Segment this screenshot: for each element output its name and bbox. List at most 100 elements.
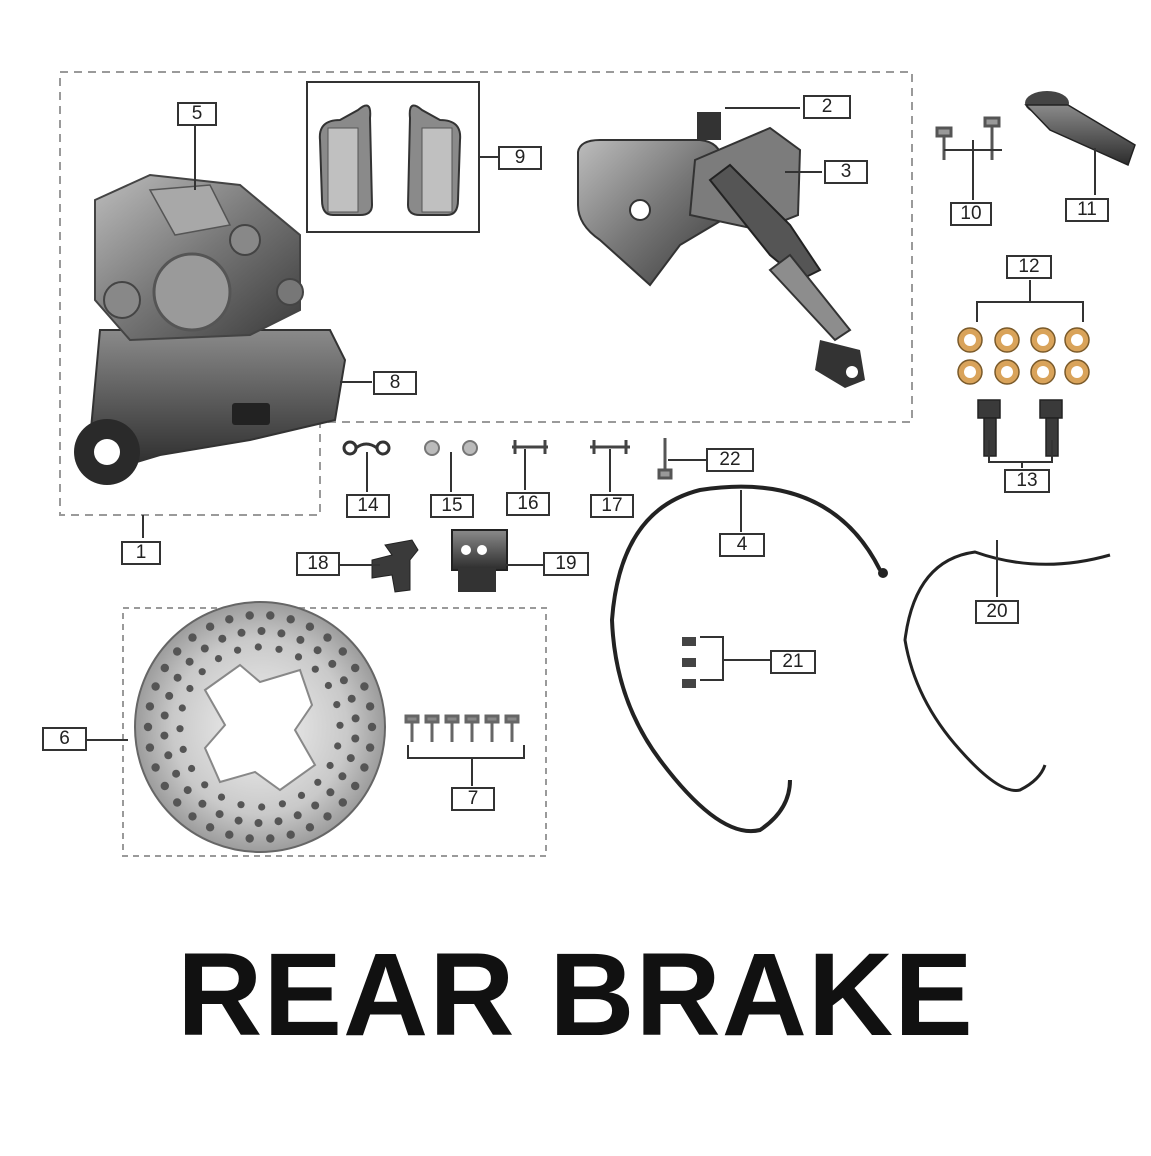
disc-hole (188, 764, 196, 773)
disc-hole (339, 676, 348, 685)
disc-hole (275, 645, 283, 653)
disc-hole (205, 622, 215, 631)
disc-hole (151, 763, 160, 772)
callout-17: 17 (590, 494, 634, 518)
disc-hole (323, 812, 332, 821)
disc-hole (326, 788, 335, 797)
disc-hole (176, 725, 184, 733)
disc-hole (237, 801, 245, 809)
callout-18: 18 (296, 552, 340, 576)
disc-hole (234, 816, 243, 825)
callout-20: 20 (975, 600, 1019, 624)
callout-4: 4 (719, 533, 765, 557)
callout-12: 12 (1006, 255, 1052, 279)
disc-hole (160, 781, 169, 791)
disc-hole (258, 803, 266, 811)
disc-hole (294, 653, 303, 661)
disc-hole (314, 778, 322, 786)
disc-hole (173, 673, 182, 682)
hardware-14 (342, 440, 391, 456)
disc-hole (185, 657, 194, 666)
brake-hose (609, 484, 882, 834)
disc-hole (198, 799, 207, 808)
disc-hole (151, 682, 160, 691)
brake-caliper (74, 173, 347, 485)
copper-washers (957, 327, 1090, 385)
callout-9: 9 (498, 146, 542, 170)
disc-hole (351, 734, 360, 743)
screws (404, 714, 520, 742)
disc-hole (365, 702, 375, 711)
callout-19: 19 (543, 552, 589, 576)
disc-hole (305, 823, 315, 832)
disc-hole (218, 634, 227, 643)
disc-hole (351, 663, 360, 673)
bolts (935, 116, 1001, 160)
hardware-16 (512, 440, 548, 454)
hardware-15 (424, 440, 478, 456)
disc-hole (351, 781, 360, 791)
disc-hole (237, 628, 246, 637)
disc-hole (245, 834, 254, 843)
disc-hole (277, 629, 286, 638)
disc-hole (365, 743, 375, 752)
disc-hole (326, 761, 334, 770)
callout-15: 15 (430, 494, 474, 518)
disc-hole (160, 711, 169, 720)
disc-hole (336, 721, 344, 729)
disc-hole (245, 611, 254, 620)
clips (682, 637, 696, 688)
disc-hole (160, 731, 169, 740)
callout-6: 6 (42, 727, 87, 751)
callout-1: 1 (121, 541, 161, 565)
callout-16: 16 (506, 492, 550, 516)
disc-hole (205, 823, 215, 832)
disc-hole (346, 754, 355, 763)
disc-hole (145, 743, 155, 752)
disc-hole (186, 684, 194, 693)
disc-hole (367, 722, 377, 732)
disc-hole (286, 830, 295, 839)
disc-hole (338, 772, 347, 781)
disc-hole (266, 611, 275, 620)
disc-hole (293, 811, 302, 820)
callout-3: 3 (824, 160, 868, 184)
sensor-cable (903, 550, 1111, 792)
disc-hole (234, 646, 242, 654)
callout-8: 8 (373, 371, 417, 395)
disc-hole (334, 742, 342, 750)
disc-hole (183, 786, 192, 795)
disc-hole (257, 627, 266, 635)
disc-hole (266, 834, 275, 843)
disc-hole (254, 643, 262, 651)
disc-hole (347, 694, 356, 703)
disc-hole (338, 798, 347, 807)
callout-10: 10 (950, 202, 992, 226)
leader-lines (87, 107, 1096, 786)
rubber-boot (1024, 91, 1136, 167)
disc-hole (333, 701, 341, 709)
hardware-17 (590, 440, 630, 454)
callout-2: 2 (803, 95, 851, 119)
disc-hole (173, 647, 182, 656)
disc-hole (217, 793, 226, 801)
disc-hole (225, 615, 234, 624)
disc-hole (214, 655, 223, 663)
callout-7: 7 (451, 787, 495, 811)
disc-hole (188, 812, 197, 821)
disc-hole (311, 801, 320, 810)
banjo-bolts (977, 399, 1063, 457)
callout-21: 21 (770, 650, 816, 674)
disc-hole (225, 830, 234, 839)
disc-hole (201, 781, 209, 789)
disc-hole (297, 791, 306, 800)
disc-hole (198, 668, 206, 676)
disc-hole (324, 681, 332, 690)
disc-hole (323, 633, 332, 642)
brake-disc (134, 601, 386, 853)
disc-hole (172, 769, 181, 778)
disc-hole (360, 763, 369, 772)
disc-hole (165, 691, 174, 700)
disc-hole (305, 622, 315, 631)
